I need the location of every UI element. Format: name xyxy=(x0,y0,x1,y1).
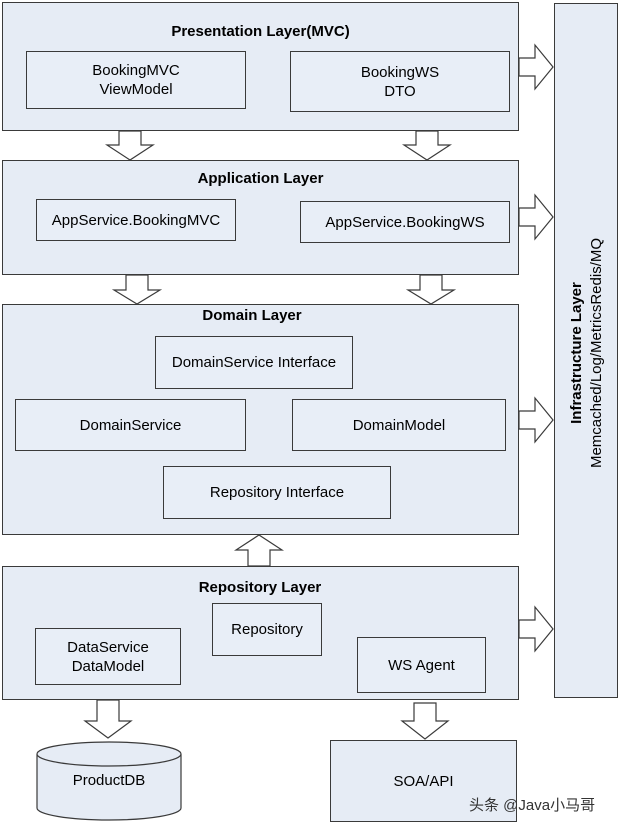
booking-mvc-label: BookingMVC xyxy=(92,62,180,79)
arrow-up-repository-domain xyxy=(233,534,285,567)
repository-layer-title: Repository Layer xyxy=(198,579,322,596)
arrow-right-domain xyxy=(518,396,554,444)
dataservice-label: DataService xyxy=(67,638,149,656)
soa-api-box: SOA/API xyxy=(330,740,517,822)
appservice-bookingws-label: AppService.BookingWS xyxy=(325,213,485,231)
booking-mvc-box: BookingMVC ViewModel xyxy=(26,51,246,109)
domainmodel-box: DomainModel xyxy=(292,399,506,451)
repository-box: Repository xyxy=(212,603,322,656)
arrow-right-repository xyxy=(518,605,554,653)
infrastructure-layer-text: Infrastructure Layer Memcached/Log/Metri… xyxy=(567,183,607,523)
domainservice-interface-label: DomainService Interface xyxy=(171,354,337,371)
soa-api-label: SOA/API xyxy=(393,772,454,790)
domainservice-box: DomainService xyxy=(15,399,246,451)
arrow-down-presentation-left xyxy=(104,130,156,161)
ws-agent-box: WS Agent xyxy=(357,637,486,693)
booking-ws-box: BookingWS DTO xyxy=(290,51,510,112)
infrastructure-layer-title: Infrastructure Layer xyxy=(568,282,585,424)
repository-interface-box: Repository Interface xyxy=(163,466,391,519)
arrow-right-application xyxy=(518,193,554,241)
repository-interface-label: Repository Interface xyxy=(209,484,345,501)
infrastructure-layer-subtitle: Memcached/Log/MetricsRedis/MQ xyxy=(588,237,605,469)
arrow-down-soa-api xyxy=(400,702,450,740)
repository-layer: Repository Layer DataService DataModel R… xyxy=(2,566,519,700)
domainservice-label: DomainService xyxy=(79,416,182,434)
arrow-down-presentation-right xyxy=(401,130,453,161)
datamodel-label: DataModel xyxy=(71,657,145,675)
domain-layer-title: Domain Layer xyxy=(202,307,302,324)
appservice-bookingws-box: AppService.BookingWS xyxy=(300,201,510,243)
domain-layer: Domain Layer DomainService Interface Dom… xyxy=(2,304,519,535)
presentation-layer: Presentation Layer(MVC) BookingMVC ViewM… xyxy=(2,2,519,131)
arrow-down-application-right xyxy=(405,274,457,305)
booking-ws-label: BookingWS xyxy=(360,63,440,81)
watermark: 头条 @Java小马哥 xyxy=(469,797,596,814)
appservice-bookingmvc-box: AppService.BookingMVC xyxy=(36,199,236,241)
productdb-label: ProductDB xyxy=(72,772,146,789)
dataservice-box: DataService DataModel xyxy=(35,628,181,685)
presentation-layer-title: Presentation Layer(MVC) xyxy=(171,23,350,40)
domainservice-interface-box: DomainService Interface xyxy=(155,336,353,389)
ws-agent-label: WS Agent xyxy=(388,656,455,674)
productdb-cylinder xyxy=(36,741,182,821)
appservice-bookingmvc-label: AppService.BookingMVC xyxy=(51,211,221,229)
infrastructure-layer xyxy=(554,3,618,698)
application-layer: Application Layer AppService.BookingMVC … xyxy=(2,160,519,275)
view-model-label: ViewModel xyxy=(99,81,173,98)
domainmodel-label: DomainModel xyxy=(352,416,446,434)
arrow-down-application-left xyxy=(111,274,163,305)
repository-label: Repository xyxy=(231,621,303,638)
arrow-right-presentation xyxy=(518,43,554,91)
dto-label: DTO xyxy=(384,82,416,100)
application-layer-title: Application Layer xyxy=(197,170,324,187)
arrow-down-productdb xyxy=(83,699,133,739)
